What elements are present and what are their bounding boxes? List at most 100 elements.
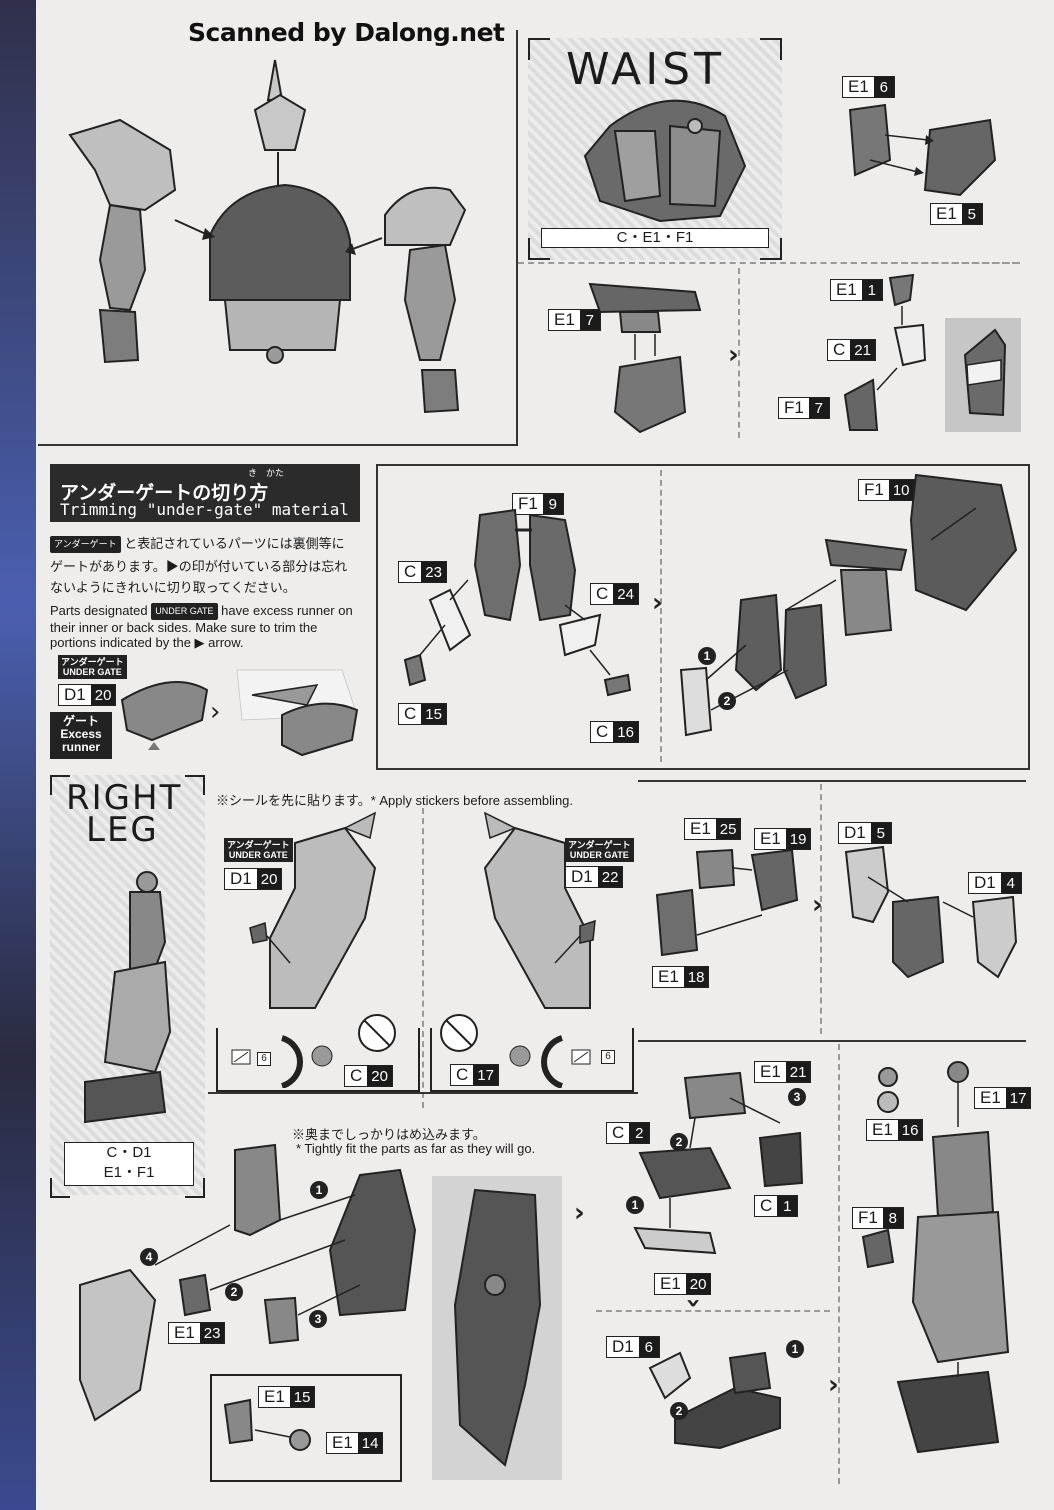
watermark-text: Scanned by Dalong.net (188, 18, 505, 47)
step-number: 1 (310, 1181, 328, 1199)
step-number: 2 (670, 1133, 688, 1151)
torso-assembly-panel (38, 30, 518, 446)
leg-armor-sticker-illustration (249, 811, 596, 1009)
waist-part-e1-6-illustration (848, 103, 997, 197)
sticker-detail-illustration (231, 1014, 591, 1088)
step-number: 1 (786, 1340, 804, 1358)
ankle-joint-illustration (223, 1398, 311, 1451)
left-background-strip (0, 0, 36, 1510)
heading-ruby: き かた (248, 469, 285, 479)
step-number: 3 (788, 1088, 806, 1106)
step-number: 3 (309, 1310, 327, 1328)
divider (820, 784, 822, 1034)
divider (596, 1310, 830, 1312)
divider (660, 470, 662, 762)
undergate-title-en: Trimming "under-gate" material (60, 500, 349, 519)
instruction-jp-line: アンダーゲート と表記されているパーツには裏側等に (50, 536, 362, 554)
svg-text:›: › (210, 697, 220, 727)
corner-mark (50, 775, 70, 795)
instruction-jp-line: ないようにきれいに切り取ってください。 (50, 580, 296, 596)
divider (208, 1092, 638, 1094)
corner-mark (185, 775, 205, 795)
divider (738, 268, 740, 438)
waist-part-e1-7-illustration (588, 282, 702, 434)
right-leg-assembled-illustration (84, 871, 172, 1124)
waist-side-armor-illustration (843, 273, 927, 431)
fit-note-en: * Tightly fit the parts as far as they w… (296, 1141, 536, 1156)
step-arrow: › (812, 890, 823, 920)
corner-mark (185, 1178, 205, 1198)
lower-leg-assembly-illustration (79, 1143, 417, 1422)
shoulder-armor-parts-illustration (403, 508, 632, 697)
undergate-badge: アンダーゲート (50, 536, 121, 554)
step-arrow: › (678, 1297, 709, 1309)
toe-assembly-illustration (648, 1351, 781, 1450)
divider (638, 780, 1026, 782)
waist-assembled-illustration (583, 99, 747, 223)
instruction-en-line: portions indicated by the ▶ arrow. (50, 635, 244, 651)
instruction-jp-line: ゲートがあります。▶の印が付いている部分は忘れ (50, 559, 348, 575)
corner-mark (528, 38, 550, 60)
arm-cover-assembly-illustration (844, 845, 1018, 979)
divider (838, 1044, 840, 1484)
undergate-trim-illustration: › (120, 669, 359, 757)
corner-mark (50, 1178, 70, 1198)
sticker-number: 6 (257, 1052, 271, 1066)
shoulder-assembly-panel (376, 464, 1030, 770)
divider (638, 1040, 1026, 1042)
undergate-title-jp: アンダーゲートの切り方 (60, 482, 269, 504)
divider (422, 808, 424, 1108)
step-number: 1 (626, 1196, 644, 1214)
corner-mark (760, 38, 782, 60)
step-number: 4 (140, 1248, 158, 1266)
divider (518, 262, 1018, 264)
instruction-en-line: Parts designated UNDER GATE have excess … (50, 603, 362, 621)
divider (790, 262, 1020, 264)
corner-mark (760, 238, 782, 260)
step-number: 1 (698, 647, 716, 665)
instruction-en-line: their inner or back sides. Make sure to … (50, 620, 318, 636)
fit-note-jp: ※奥までしっかりはめ込みます。 (292, 1127, 486, 1142)
right-leg-title-line1: RIGHT (66, 778, 183, 818)
lower-leg-inner-illustration (453, 1188, 542, 1467)
shoulder-assembly-step-illustration (679, 473, 1018, 737)
foot-frame-assembly-illustration (633, 1071, 804, 1255)
torso-assembly-illustration (68, 59, 467, 414)
right-leg-title-line2: LEG (86, 810, 159, 850)
corner-mark (528, 238, 550, 260)
step-arrow: › (574, 1198, 585, 1228)
step-arrow: › (828, 1370, 839, 1400)
sticker-note: ※シールを先に貼ります。* Apply stickers before asse… (216, 793, 574, 808)
